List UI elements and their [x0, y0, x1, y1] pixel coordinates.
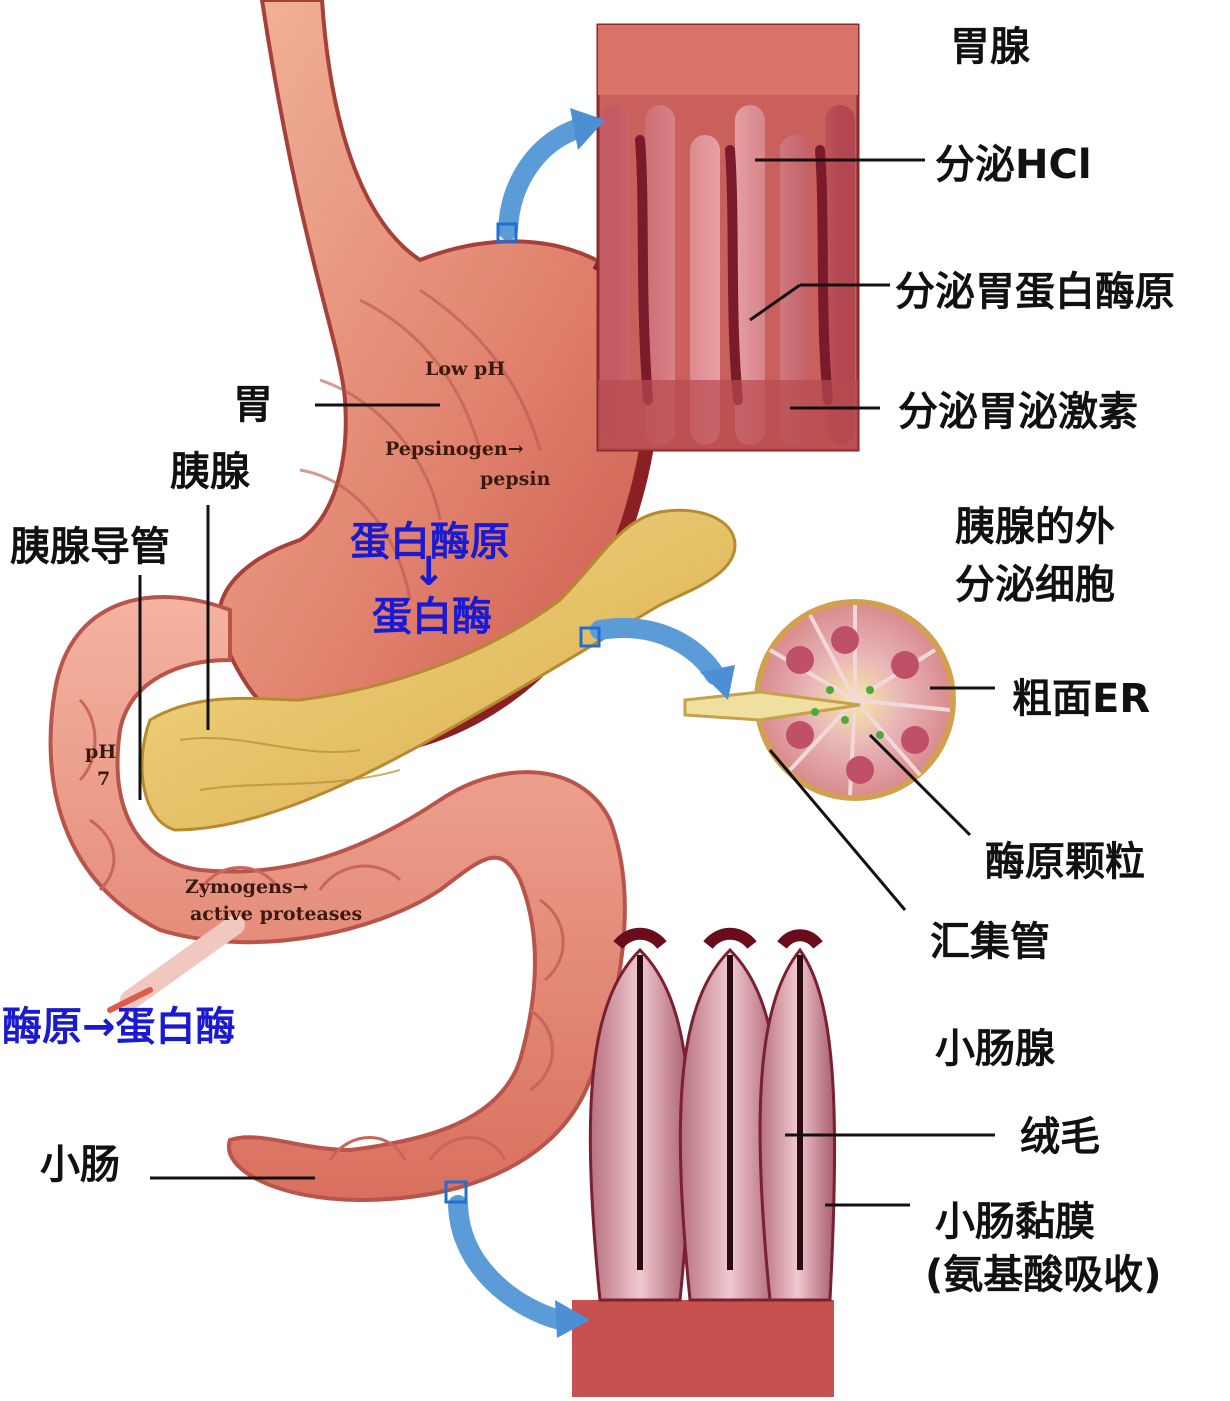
pepsin-cn-label: 蛋白酶 — [372, 594, 492, 640]
active-proteases-label: active proteases — [190, 903, 362, 925]
stomach-label: 胃 — [233, 382, 273, 428]
pancreas-label: 胰腺 — [170, 449, 251, 495]
pepsin-en-label: pepsin — [480, 468, 551, 490]
collecting-duct-label: 汇集管 — [930, 919, 1050, 965]
zymogens-label: Zymogens→ — [185, 876, 309, 898]
zymogen-to-protease-label: 酶原→蛋白酶 — [2, 1004, 236, 1050]
exocrine-cells-line1: 胰腺的外 — [955, 504, 1115, 550]
low-ph-label: Low pH — [425, 358, 505, 380]
conversion-arrow-down: ↓ — [412, 549, 446, 595]
intestinal-gland-title: 小肠腺 — [935, 1026, 1056, 1072]
zymogen-granule-label: 酶原颗粒 — [985, 839, 1145, 885]
ph-value-label: 7 — [97, 768, 110, 790]
mucosa-label-line2: (氨基酸吸收) — [925, 1252, 1162, 1298]
pepsinogen-en-label: Pepsinogen→ — [385, 438, 524, 460]
villi-label: 绒毛 — [1020, 1114, 1100, 1160]
intestinal-villi-block — [572, 934, 835, 1397]
mucosa-label-line1: 小肠黏膜 — [935, 1199, 1095, 1245]
ph-label: pH — [85, 741, 116, 763]
exocrine-cells-line2: 分泌细胞 — [955, 562, 1115, 608]
gastric-gland-block — [598, 25, 858, 450]
secrete-gastrin-label: 分泌胃泌激素 — [898, 389, 1138, 435]
pancreatic-duct-label: 胰腺导管 — [10, 524, 170, 570]
secrete-pepsinogen-label: 分泌胃蛋白酶原 — [895, 269, 1175, 315]
secrete-hcl-label: 分泌HCl — [935, 142, 1092, 188]
gastric-gland-title: 胃腺 — [950, 24, 1031, 70]
small-intestine-label: 小肠 — [40, 1142, 120, 1188]
pancreatic-acinus — [685, 602, 953, 798]
rough-er-label: 粗面ER — [1012, 676, 1150, 722]
